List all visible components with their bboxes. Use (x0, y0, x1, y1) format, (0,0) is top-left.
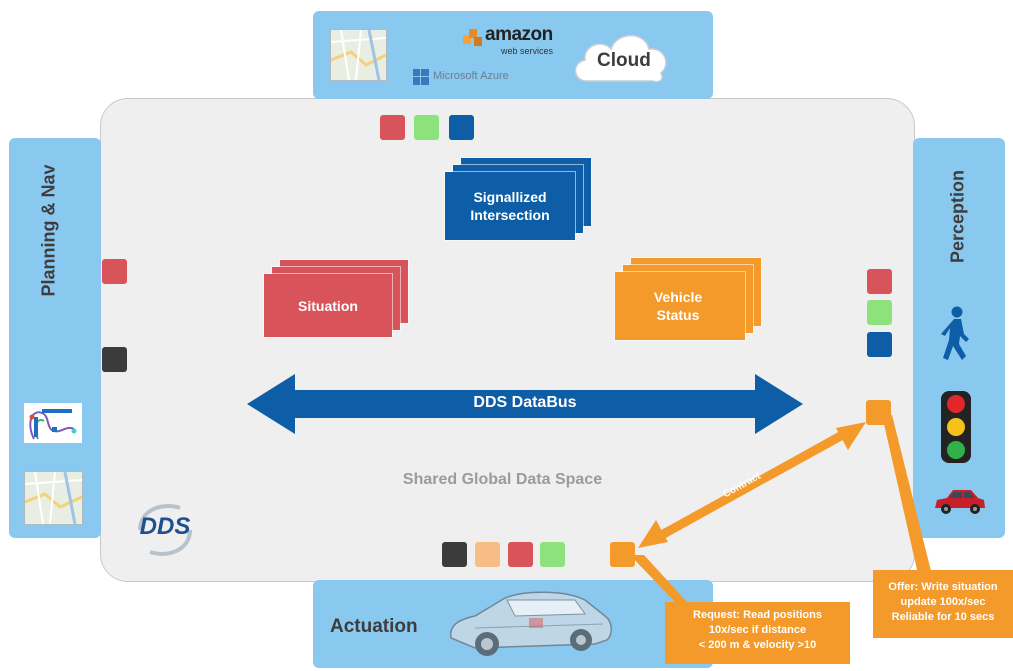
offer-line-3: Reliable for 10 secs (891, 611, 995, 623)
aws-sub-text: web services (501, 46, 554, 56)
car-wireframe-icon (449, 591, 612, 656)
topic-situation: Situation (264, 260, 409, 338)
cloud-panel: amazon web services Microsoft Azure Clou… (313, 11, 713, 99)
topic-square-blue-top (449, 115, 474, 140)
signalized-intersection-label: Signallized Intersection (470, 189, 550, 223)
aws-boxes-icon (463, 29, 482, 46)
dds-databus-label: DDS DataBus (473, 394, 577, 411)
request-line-2: 10x/sec if distance (708, 624, 807, 636)
perception-panel: Perception (913, 138, 1005, 538)
perception-title: Perception (947, 169, 968, 264)
request-endpoint-square (610, 542, 635, 567)
aws-logo: amazon web services (461, 24, 561, 58)
pedestrian-icon (941, 306, 969, 360)
topic-square-green-bottom (540, 542, 565, 567)
request-line-3: < 200 m & velocity >10 (698, 639, 817, 651)
dds-logo-text: DDS (139, 513, 191, 540)
topic-square-dark-left (102, 347, 127, 372)
topic-square-dark-bottom (442, 542, 467, 567)
topic-square-red-top (380, 115, 405, 140)
request-line-1: Request: Read positions (693, 609, 822, 621)
topic-square-peach-bottom (475, 542, 500, 567)
dds-databus-arrow (247, 374, 803, 434)
dds-logo: DDS (130, 500, 200, 560)
offer-line-2: update 100x/sec (900, 596, 986, 608)
cloud-icon (574, 34, 667, 83)
azure-label: Microsoft Azure (433, 70, 509, 82)
topic-square-red-left (102, 259, 127, 284)
vehicle-status-label: Vehicle Status (653, 289, 703, 323)
situation-label: Situation (298, 297, 358, 314)
topic-square-red-right (867, 269, 892, 294)
topic-vehicle-status: Vehicle Status (615, 258, 765, 342)
aws-brand-text: amazon (485, 24, 553, 45)
topic-square-green-right (867, 300, 892, 325)
topic-square-red-bottom (508, 542, 533, 567)
request-callout: Request: Read positions 10x/sec if dista… (665, 602, 850, 664)
map-thumbnail-left (24, 471, 83, 525)
route-icon (24, 403, 82, 443)
dds-logo-swirl-icon (138, 504, 192, 556)
planning-nav-title: Planning & Nav (38, 164, 59, 297)
offer-line-1: Offer: Write situation (888, 581, 998, 593)
map-thumbnail (330, 29, 387, 81)
windows-icon (413, 69, 429, 85)
actuation-title: Actuation (330, 616, 418, 637)
offer-connector (882, 415, 934, 583)
cloud-label: Cloud (597, 50, 651, 71)
request-connector (630, 555, 688, 603)
red-car-icon (935, 490, 985, 514)
topic-square-green-top (414, 115, 439, 140)
topic-square-blue-right (867, 332, 892, 357)
topic-signalized-intersection: Signallized Intersection (445, 158, 595, 242)
shared-space-label: Shared Global Data Space (402, 471, 603, 488)
actuation-panel: Actuation (313, 580, 713, 668)
offer-callout: Offer: Write situation update 100x/sec R… (873, 570, 1013, 638)
traffic-light-icon (941, 391, 971, 463)
contract-arrow (638, 422, 866, 548)
planning-nav-panel: Planning & Nav (9, 138, 101, 538)
